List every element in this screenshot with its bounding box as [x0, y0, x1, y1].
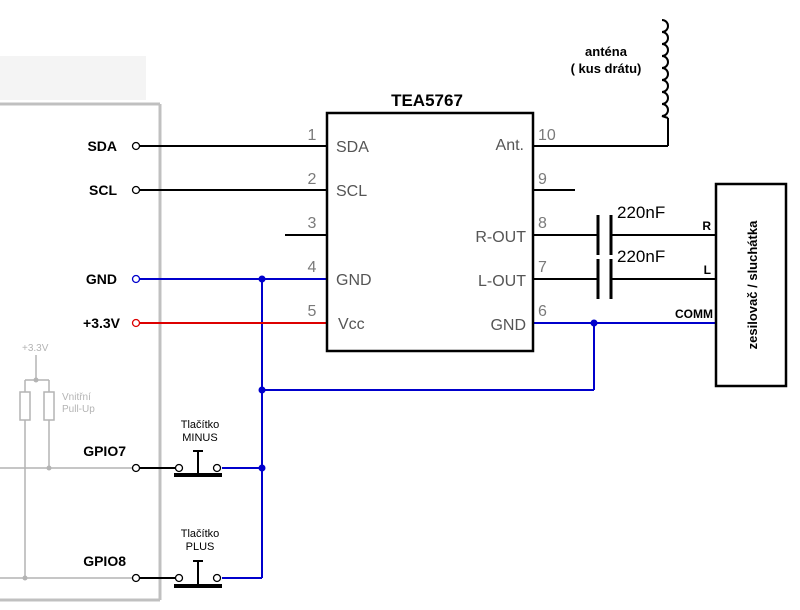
terminal-scl [131, 185, 141, 195]
button-minus-label-2: MINUS [182, 432, 217, 444]
chip-pin-1-num: 1 [308, 127, 317, 144]
chip-pin-4-num: 4 [308, 259, 317, 276]
chip-pin-1-label: SDA [336, 139, 369, 156]
chip-pin-9-num: 9 [538, 171, 547, 188]
amplifier-box [714, 182, 788, 388]
amplifier-pin-r: R [702, 219, 711, 233]
chip-pin-7-num: 7 [538, 259, 547, 276]
terminal-gnd [131, 274, 141, 284]
signal-wires [140, 118, 716, 280]
capacitor-r [596, 215, 613, 255]
gpio8-junction [22, 575, 28, 581]
chip-pin-5-label: Vcc [338, 316, 365, 333]
pullup-junction [33, 377, 39, 383]
gnd-junction-4 [590, 319, 598, 327]
chip-pin-6-label: GND [490, 317, 526, 334]
gnd-junction-3 [258, 464, 266, 472]
chip-pin-10-num: 10 [538, 127, 556, 144]
gpio7-junction [46, 465, 52, 471]
chip-pin-2-label: SCL [336, 183, 367, 200]
internal-pullup [0, 355, 132, 579]
chip-pin-5-num: 5 [308, 303, 317, 320]
pin-label-gnd: GND [86, 271, 117, 287]
pullup-voltage-label: +3.3V [22, 343, 49, 354]
gnd-junction-1 [258, 275, 266, 283]
terminal-3v3 [131, 318, 141, 328]
pin-label-3v3: +3.3V [83, 315, 121, 331]
capacitor-l-value: 220nF [617, 247, 665, 266]
capacitor-l [596, 259, 613, 299]
terminal-gpio8 [131, 573, 141, 583]
pullup-label-2: Pull-Up [62, 404, 95, 415]
chip-pin-10-label: Ant. [496, 137, 524, 154]
button-plus [140, 560, 222, 588]
chip-pin-7-label: L-OUT [478, 273, 526, 290]
pin-label-sda: SDA [87, 138, 117, 154]
chip-pin-8-label: R-OUT [475, 229, 526, 246]
chip-name: TEA5767 [391, 91, 463, 110]
pin-label-gpio7: GPIO7 [83, 443, 126, 459]
chip-pin-4-label: GND [336, 272, 372, 289]
pin-label-scl: SCL [89, 182, 117, 198]
chip-pin-6-num: 6 [538, 303, 547, 320]
capacitor-r-value: 220nF [617, 203, 665, 222]
gnd-junction-2 [258, 386, 266, 394]
chip-pin-3-num: 3 [308, 215, 317, 232]
board-outline [0, 102, 162, 602]
chip-body [325, 111, 535, 353]
amplifier-pin-l: L [704, 263, 711, 277]
board-label-area [0, 56, 146, 100]
antenna-coil [661, 19, 669, 119]
pin-label-gpio8: GPIO8 [83, 553, 126, 569]
amplifier-label: zesilovač / sluchátka [745, 220, 760, 349]
pullup-label-1: Vnitřní [62, 392, 91, 403]
amplifier-pin-comm: COMM [675, 307, 713, 321]
button-minus-label-1: Tlačítko [181, 419, 220, 431]
terminal-sda [131, 141, 141, 151]
gnd-wires [140, 278, 716, 579]
button-plus-label-2: PLUS [186, 541, 215, 553]
antenna-label-1: anténa [585, 44, 628, 59]
chip-pin-2-num: 2 [308, 171, 317, 188]
button-plus-label-1: Tlačítko [181, 528, 220, 540]
terminal-gpio7 [131, 463, 141, 473]
button-minus [140, 450, 222, 477]
antenna-label-2: ( kus drátu) [571, 61, 642, 76]
chip-pin-8-num: 8 [538, 215, 547, 232]
